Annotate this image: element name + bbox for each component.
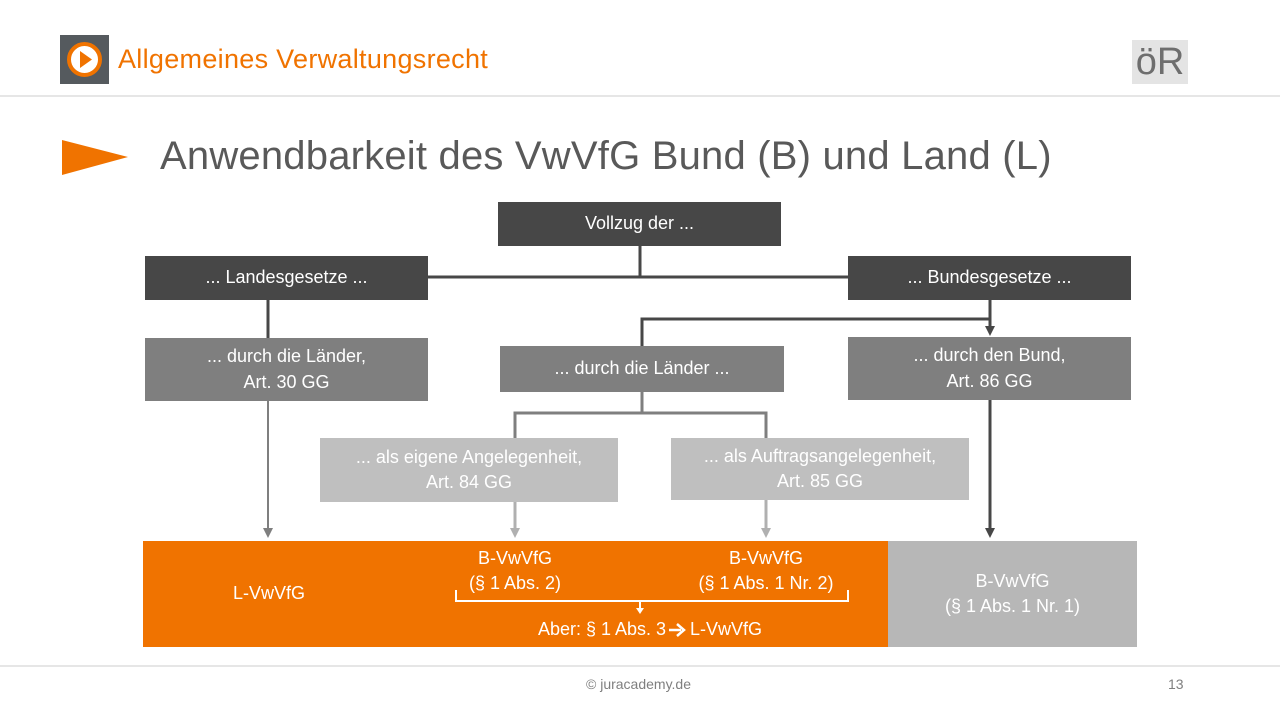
page-number: 13 (1168, 676, 1184, 692)
logo (60, 35, 109, 84)
slide-title: Anwendbarkeit des VwVfG Bund (B) und Lan… (160, 134, 1052, 178)
aber-suffix: L-VwVfG (690, 619, 763, 640)
node-durch-laender: ... durch die Länder ... (500, 346, 784, 392)
result-orange-area (143, 541, 888, 647)
triangle-arrow-icon (62, 140, 128, 175)
node-b-vwvfg-abs1nr2: B-VwVfG (§ 1 Abs. 1 Nr. 2) (698, 547, 834, 593)
aber-prefix: Aber: § 1 Abs. 3 (537, 619, 667, 640)
node-durch-bund: ... durch den Bund, Art. 86 GG (848, 337, 1131, 400)
play-circle-icon (67, 42, 102, 77)
node-l-vwvfg: L-VwVfG (232, 583, 306, 604)
node-auftragsangelegenheit: ... als Auftragsangelegenheit, Art. 85 G… (671, 438, 969, 500)
header-title: Allgemeines Verwaltungsrecht (118, 44, 489, 74)
footer-divider (0, 665, 1280, 667)
connector-split-left (513, 392, 644, 438)
connector-split-right (642, 411, 768, 438)
node-landesgesetze: ... Landesgesetze ... (145, 256, 428, 300)
node-vollzug: Vollzug der ... (498, 202, 781, 246)
node-bundesgesetze: ... Bundesgesetze ... (848, 256, 1131, 300)
copyright: © juracademy.de (586, 676, 691, 692)
arrow-right-icon (669, 623, 686, 637)
connector-bundes-branch (640, 317, 990, 346)
aber-note: Aber: § 1 Abs. 3 L-VwVfG (470, 616, 830, 644)
header-divider (0, 95, 1280, 97)
node-b-vwvfg-abs2: B-VwVfG (§ 1 Abs. 2) (468, 547, 562, 593)
node-eigene-angelegenheit: ... als eigene Angelegenheit, Art. 84 GG (320, 438, 618, 502)
area-badge: öR (1132, 40, 1188, 84)
node-durch-laender-art30: ... durch die Länder, Art. 30 GG (145, 338, 428, 401)
node-b-vwvfg-abs1nr1: B-VwVfG (§ 1 Abs. 1 Nr. 1) (888, 541, 1137, 647)
